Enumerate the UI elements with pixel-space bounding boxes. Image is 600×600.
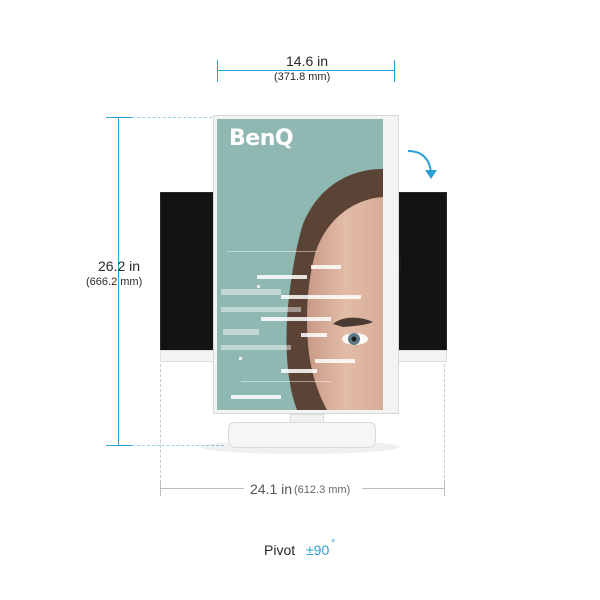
height-dimension-cap-bottom (106, 445, 132, 446)
depth-dimension-line-left (160, 488, 244, 489)
depth-guide-right (444, 364, 445, 488)
ui-bar (261, 317, 331, 321)
ui-bar (301, 333, 327, 337)
landscape-monitor-right-screen (398, 192, 447, 352)
ui-bar (221, 307, 301, 312)
width-dimension-cap-right (394, 60, 395, 82)
height-imperial: 26.2 in (98, 258, 141, 274)
width-imperial: 14.6 in (286, 53, 329, 69)
height-guide-bottom (132, 445, 224, 446)
ui-bar (223, 329, 259, 335)
ui-bar (281, 295, 361, 299)
depth-cap-left (160, 482, 161, 496)
landscape-monitor-left-chin (160, 350, 215, 362)
ui-bar (311, 265, 341, 269)
depth-cap-right (444, 482, 445, 496)
pivot-arrow-icon (407, 150, 437, 179)
portrait-monitor-screen: BenQ (217, 119, 383, 410)
pivot-value: ±90 (306, 542, 330, 558)
depth-guide-left (160, 364, 161, 488)
ui-dot (257, 285, 260, 288)
landscape-monitor-right-chin (398, 350, 447, 362)
pivot-label: Pivot (264, 542, 296, 558)
width-dimension-line (217, 70, 395, 71)
height-guide-top (132, 117, 212, 118)
ui-bar (241, 381, 331, 382)
ui-bar (221, 289, 281, 295)
ui-bar (315, 359, 355, 363)
ui-bar (257, 275, 307, 279)
width-metric: (371.8 mm) (274, 71, 331, 83)
ui-line (227, 251, 317, 252)
ui-bar (221, 345, 291, 350)
pivot-unit: ° (331, 538, 336, 550)
ui-dot (239, 357, 242, 360)
height-dimension-cap-top (106, 117, 132, 118)
depth-imperial: 24.1 in (250, 481, 293, 497)
ui-bar (231, 395, 281, 399)
height-dimension-line (118, 117, 119, 446)
ui-bar (281, 369, 317, 373)
depth-dimension-line-right (362, 488, 444, 489)
landscape-monitor-left-screen (160, 192, 215, 352)
depth-metric: (612.3 mm) (294, 484, 351, 496)
brand-logo: BenQ (229, 126, 294, 151)
height-metric: (666.2 mm) (86, 276, 143, 288)
stand-base (228, 422, 376, 448)
width-dimension-cap-left (217, 60, 218, 82)
face-image (286, 169, 383, 410)
